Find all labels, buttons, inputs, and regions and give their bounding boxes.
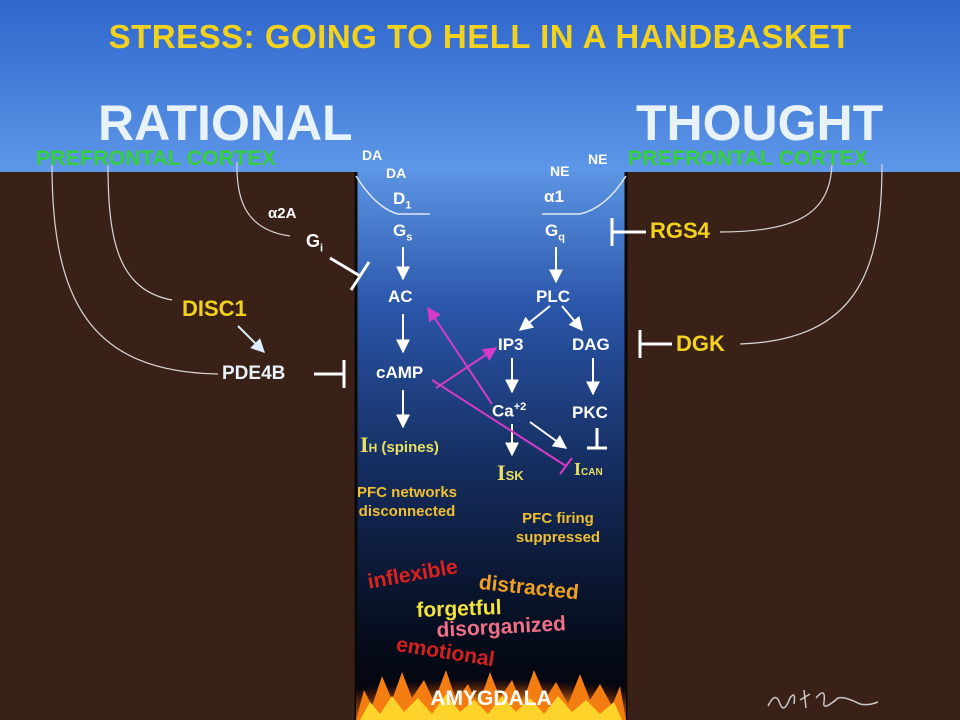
node-ih: IH (spines) [360, 432, 439, 457]
node-ip3: IP3 [498, 335, 524, 354]
pit-shaft [356, 172, 626, 720]
node-ican: ICAN [574, 459, 603, 479]
node-gq: Gq [545, 221, 565, 244]
regulator-disc1: DISC1 [182, 296, 247, 321]
node-ca: Ca+2 [492, 401, 527, 421]
heading-thought: THOUGHT [636, 95, 884, 151]
regulator-pde4b: PDE4B [222, 363, 286, 384]
membrane-left [355, 175, 430, 215]
regulator-rgs4: RGS4 [650, 218, 710, 243]
region-label-right: PREFRONTAL CORTEX [628, 147, 868, 170]
node-gs: Gs [393, 221, 413, 244]
receptor-alpha2a: α2A [268, 205, 297, 222]
outcome-left: PFC networks disconnected [356, 484, 458, 520]
receptor-alpha1: α1 [544, 187, 564, 206]
amygdala-label: AMYGDALA [430, 687, 552, 710]
page-title: STRESS: GOING TO HELL IN A HANDBASKET [108, 18, 852, 55]
node-pkc: PKC [572, 403, 608, 422]
receptor-d1: D1 [393, 189, 412, 212]
heading-rational: RATIONAL [98, 95, 353, 151]
ligand-da-2: DA [386, 165, 407, 181]
node-isk: ISK [497, 460, 524, 485]
left-connectors [51, 161, 291, 375]
regulator-dgk: DGK [676, 331, 725, 356]
membrane-right [542, 175, 627, 215]
node-gi: Gi [306, 231, 324, 255]
ground-left [0, 172, 356, 720]
ligand-da-1: DA [362, 147, 383, 163]
signature [767, 689, 879, 709]
pathway-arrows [396, 247, 600, 457]
region-label-left: PREFRONTAL CORTEX [36, 147, 276, 170]
magenta-arrows [427, 306, 573, 475]
ligand-ne-2: NE [588, 151, 608, 167]
ground-right [626, 172, 960, 720]
node-ac: AC [388, 287, 413, 306]
ligand-ne-1: NE [550, 163, 570, 179]
node-plc: PLC [536, 287, 570, 306]
outcome-right: PFC firing suppressed [515, 510, 601, 546]
fire [356, 668, 626, 720]
right-connectors [719, 163, 883, 345]
disc1-arrow [237, 325, 265, 353]
node-dag: DAG [572, 335, 610, 354]
sky [0, 0, 960, 175]
inhibitors [314, 218, 672, 450]
node-camp: cAMP [376, 363, 424, 382]
